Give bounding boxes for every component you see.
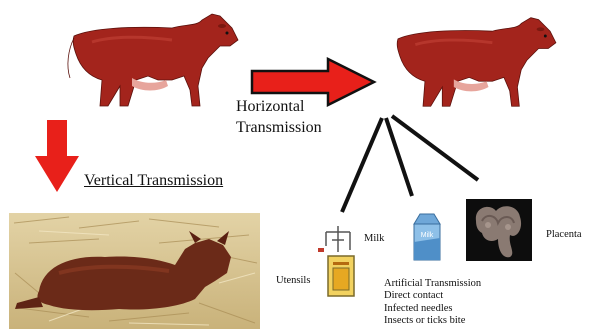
horizontal-label-line2: Transmission — [236, 117, 322, 138]
milk-carton-icon: Milk — [410, 212, 444, 262]
route-item: Infected needles — [384, 303, 481, 315]
placenta-label: Placenta — [546, 229, 582, 240]
vertical-transmission-label: Vertical Transmission — [84, 172, 223, 190]
utensils-icon — [318, 224, 360, 302]
utensils-label: Utensils — [276, 275, 310, 286]
branch-line-utensils — [342, 118, 382, 212]
horizontal-label-line1: Horizontal — [236, 96, 322, 117]
horizontal-transmission-label: Horizontal Transmission — [236, 96, 322, 138]
route-item: Artificial Transmission — [384, 278, 481, 290]
calf-photo — [9, 213, 260, 329]
placenta-photo — [466, 199, 532, 261]
route-item: Insects or ticks bite — [384, 315, 481, 327]
milk-carton-text: Milk — [421, 232, 434, 239]
milk-label: Milk — [364, 233, 384, 244]
transmission-routes-list: Artificial Transmission Direct contact I… — [384, 278, 481, 327]
route-item: Direct contact — [384, 290, 481, 302]
